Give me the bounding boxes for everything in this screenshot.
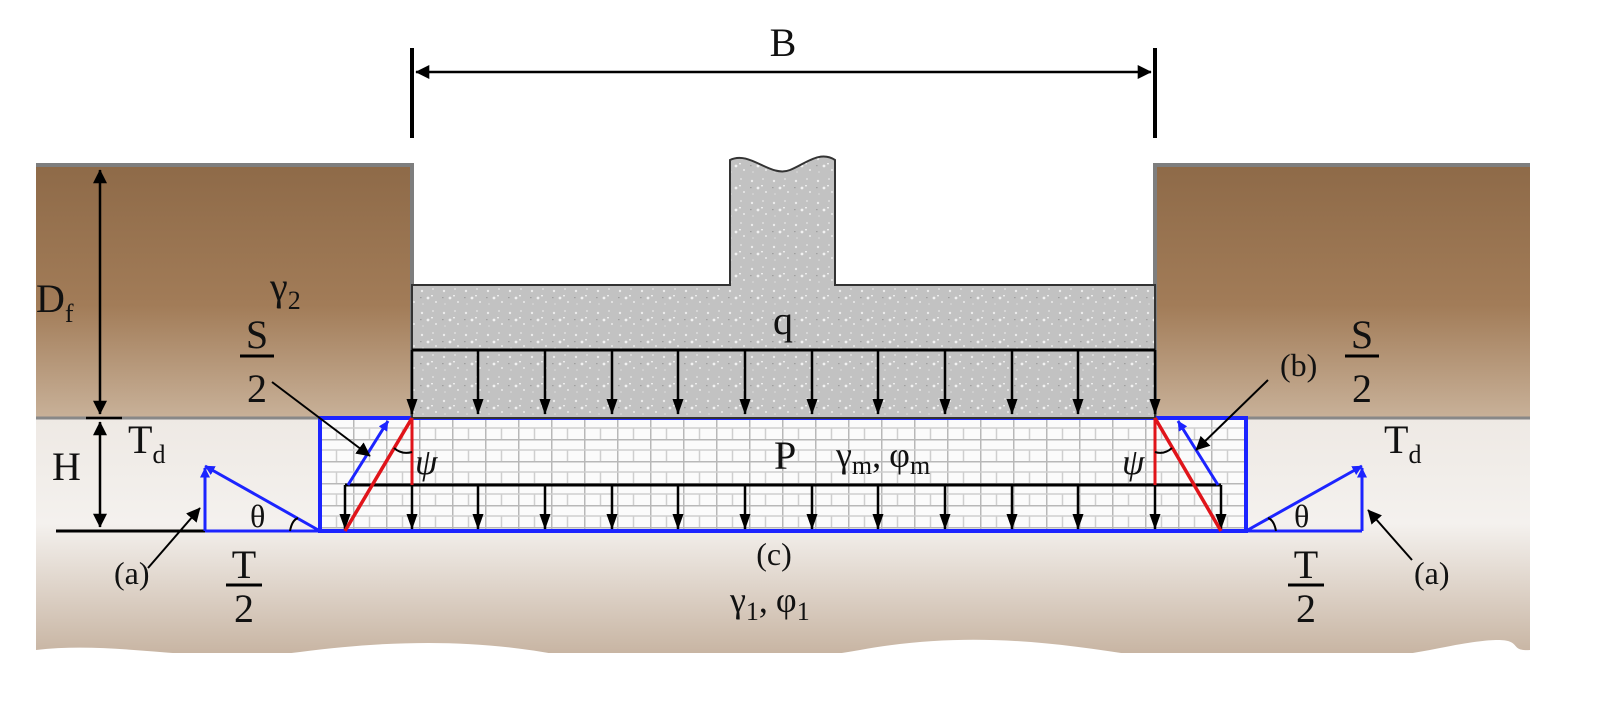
upper-soil-label: γ2 [269,264,301,315]
dimensions [86,48,1157,528]
mat-properties-label: γm,φm [835,435,930,480]
td-arrow-right [1245,464,1363,533]
theta-label-right: θ [1294,498,1309,534]
td-label-right: Td [1384,417,1421,469]
shear-fraction-right: S 2 [1345,312,1379,411]
tension-triangles [200,464,1367,533]
lower-soil-label: γ1,φ1 [729,580,810,626]
width-label: B [770,20,797,65]
leader-s2-left [271,381,371,457]
footing [411,155,1156,419]
psi-label-left: ψ [415,442,438,482]
td-label-left: Td [128,417,165,469]
failure-wedges [343,417,1223,532]
reinforced-mat [56,416,1362,533]
shear-fraction-left: S 2 [240,312,274,411]
marker-b-label: (b) [1280,347,1317,383]
failure-line-left [343,417,414,532]
tension-fraction-left: T 2 [226,542,262,631]
failure-line-right [1153,417,1223,532]
shear-arrow-right [1176,420,1220,486]
labels: B Df γ2 q H P γm,φm (c) γ1,φ1 S 2 (b) S … [36,20,1450,631]
leader-lines [147,379,1413,569]
load-arrows-p [339,483,1227,530]
psi-arc-left [393,447,413,454]
svg-text:2: 2 [1296,586,1316,631]
psi-arc-right [1154,447,1173,454]
svg-text:S: S [1351,312,1373,357]
svg-text:T: T [1294,542,1318,587]
svg-text:2: 2 [1352,366,1372,411]
theta-arc-right [1267,517,1277,532]
tension-fraction-right: T 2 [1288,542,1324,631]
surcharge-label: q [773,298,793,343]
svg-text:2: 2 [234,586,254,631]
reinforcement-grid [320,418,1246,531]
svg-text:S: S [246,312,268,357]
footing-body [411,155,1156,419]
leader-a-right [1367,509,1413,561]
leader-a-left [147,507,201,569]
marker-a-label-left: (a) [114,555,150,591]
theta-label-left: θ [250,498,265,534]
wavy-bottom-edge [36,639,1530,708]
marker-c-label: (c) [756,536,792,572]
marker-a-label-right: (a) [1414,555,1450,591]
td-arrow-left [204,464,321,533]
load-label: P [774,433,796,478]
theta-arc-left [289,517,299,532]
svg-text:2: 2 [247,366,267,411]
svg-text:T: T [232,542,256,587]
surcharge-arrows [406,350,1161,415]
leader-b-right [1195,379,1269,451]
layer-thickness-label: H [52,444,81,489]
psi-label-right: ψ [1122,442,1145,482]
depth-label: Df [36,276,74,328]
